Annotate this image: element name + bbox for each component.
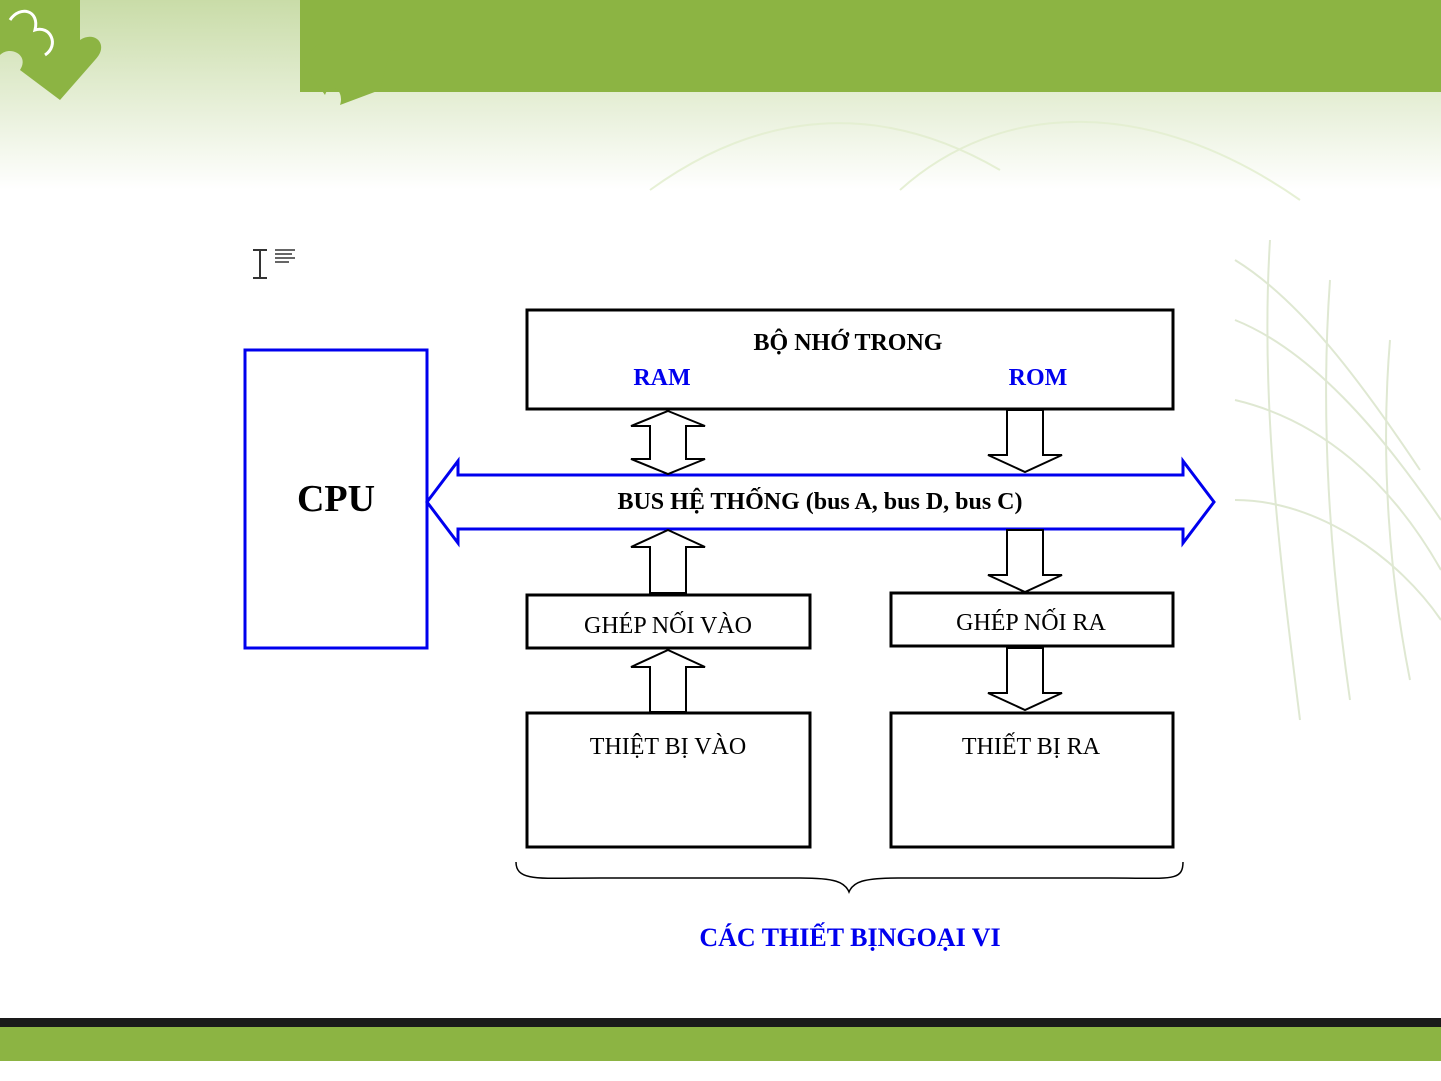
bus-output-interface-arrow — [988, 530, 1062, 592]
peripherals-brace — [516, 862, 1183, 892]
rom-bus-arrow — [988, 410, 1062, 472]
cpu-label: CPU — [297, 478, 375, 520]
output-interface-label: GHÉP NỐI RA — [956, 609, 1106, 636]
rom-label: ROM — [1009, 365, 1068, 391]
input-interface-block: GHÉP NỐI VÀO — [527, 595, 810, 648]
ram-label: RAM — [633, 365, 690, 391]
footer-bar — [0, 1018, 1441, 1081]
text-cursor-icon — [253, 250, 267, 278]
bus-label: BUS HỆ THỐNG (bus A, bus D, bus C) — [617, 488, 1022, 515]
paragraph-align-icon — [275, 250, 295, 262]
input-device-label: THIỆT BỊ VÀO — [590, 734, 746, 760]
input-interface-label: GHÉP NỐI VÀO — [584, 612, 752, 639]
input-interface-bus-arrow — [631, 530, 705, 593]
output-device-label: THIẾT BỊ RA — [962, 733, 1101, 760]
ram-bus-double-arrow — [631, 411, 705, 474]
memory-block: BỘ NHỚ TRONG RAM ROM — [527, 310, 1173, 409]
output-device-block: THIẾT BỊ RA — [891, 713, 1173, 847]
input-device-block: THIỆT BỊ VÀO — [527, 713, 810, 847]
cpu-block: CPU — [245, 350, 427, 648]
memory-title: BỘ NHỚ TRONG — [754, 329, 943, 356]
mesh-decoration — [1235, 240, 1441, 720]
output-interface-device-arrow — [988, 648, 1062, 710]
peripherals-caption: CÁC THIẾT BỊNGOẠI VI — [699, 923, 1000, 952]
header-decoration — [0, 0, 1441, 200]
input-device-interface-arrow — [631, 650, 705, 712]
output-interface-block: GHÉP NỐI RA — [891, 593, 1173, 646]
system-bus-arrow: BUS HỆ THỐNG (bus A, bus D, bus C) — [427, 461, 1214, 543]
